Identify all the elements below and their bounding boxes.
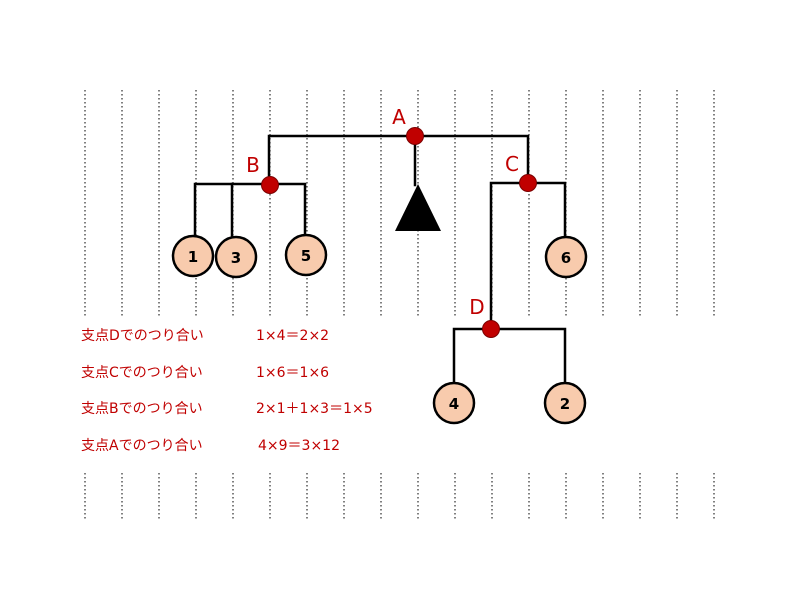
weight-5: 5 <box>284 233 328 277</box>
grid-lines-lower <box>84 473 715 520</box>
weight-circle <box>284 233 328 277</box>
pivot-label-d: D <box>469 295 484 319</box>
fulcrum-triangle <box>395 184 441 231</box>
pivot-label-c: C <box>505 152 519 176</box>
beam-d <box>452 327 567 384</box>
weight-label: 4 <box>449 395 459 413</box>
pivot-c <box>519 174 537 192</box>
weight-circle <box>544 235 588 279</box>
pivot-label-a: A <box>392 105 406 129</box>
beam-b <box>193 182 307 238</box>
pivot-b <box>261 176 279 194</box>
equation-label-a: 支点Aでのつり合い <box>81 438 203 454</box>
weight-label: 1 <box>188 248 198 266</box>
equation-formula-b: 2×1＋1×3＝1×5 <box>256 401 373 417</box>
weight-circle <box>543 381 587 425</box>
pivot-d <box>482 320 500 338</box>
equation-formula-c: 1×6＝1×6 <box>256 365 329 381</box>
beam-a <box>267 134 530 187</box>
equation-label-d: 支点Dでのつり合い <box>81 328 204 344</box>
weight-4: 4 <box>432 381 476 425</box>
equation-formula-d: 1×4＝2×2 <box>256 328 329 344</box>
weight-6: 6 <box>544 235 588 279</box>
weight-circle <box>171 234 215 278</box>
pivot-label-b: B <box>246 153 260 177</box>
weight-label: 2 <box>560 395 570 413</box>
weight-label: 3 <box>231 249 241 267</box>
weight-label: 5 <box>301 247 311 265</box>
weight-circle <box>214 235 258 279</box>
equation-label-c: 支点Cでのつり合い <box>81 365 203 381</box>
weight-3: 3 <box>214 235 258 279</box>
equation-formula-a: 4×9＝3×12 <box>258 438 340 454</box>
weight-circle <box>432 381 476 425</box>
equation-label-b: 支点Bでのつり合い <box>81 401 203 417</box>
weight-label: 6 <box>561 249 571 267</box>
pivot-a <box>406 127 424 145</box>
equations: 支点Dでのつり合い 1×4＝2×2 支点Cでのつり合い 1×6＝1×6 支点Bで… <box>81 328 373 454</box>
weight-1: 1 <box>171 234 215 278</box>
weight-2: 2 <box>543 381 587 425</box>
